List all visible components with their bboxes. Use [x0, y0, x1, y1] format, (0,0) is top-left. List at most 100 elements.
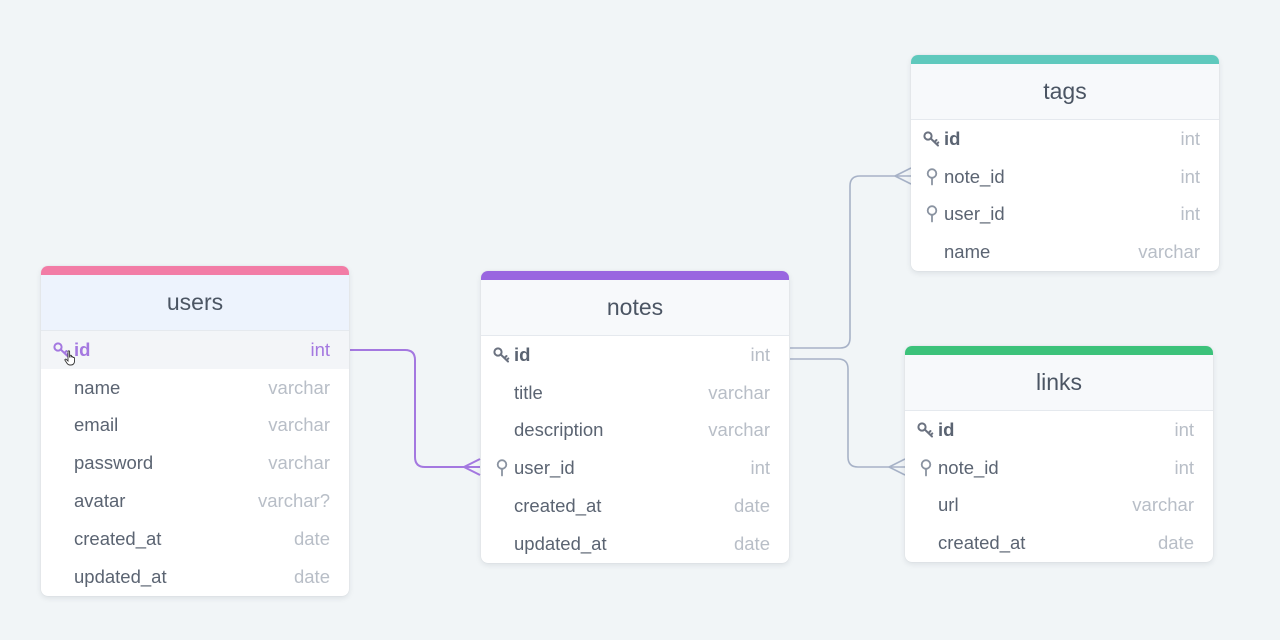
column-type: date — [293, 565, 330, 587]
column-row-name[interactable]: name varchar — [911, 233, 1219, 271]
column-row-user-id[interactable]: user_id int — [911, 196, 1219, 234]
table-title[interactable]: notes — [481, 280, 789, 336]
column-name: updated_at — [514, 532, 607, 554]
column-name: id — [938, 418, 955, 440]
column-icon-spacer — [50, 376, 74, 400]
column-type: int — [310, 338, 330, 360]
foreign-key-icon — [914, 456, 938, 480]
column-row-password[interactable]: password varchar — [41, 444, 349, 482]
column-name: avatar — [74, 490, 126, 512]
column-name: user_id — [514, 457, 575, 479]
column-name: url — [938, 494, 959, 516]
table-accent-bar — [911, 55, 1219, 64]
column-type: varchar — [708, 419, 770, 441]
column-type: varchar — [1138, 241, 1200, 263]
column-row-created-at[interactable]: created_at date — [905, 524, 1213, 562]
table-title[interactable]: users — [41, 275, 349, 331]
column-type: int — [750, 457, 770, 479]
column-name: created_at — [938, 532, 1026, 554]
column-row-created-at[interactable]: created_at date — [481, 487, 789, 525]
column-row-user-id[interactable]: user_id int — [481, 449, 789, 487]
column-row-created-at[interactable]: created_at date — [41, 520, 349, 558]
foreign-key-icon — [920, 165, 944, 189]
column-name: note_id — [938, 456, 999, 478]
column-type: date — [733, 495, 770, 517]
pointer-cursor-icon — [64, 349, 76, 371]
column-row-id[interactable]: id int — [41, 331, 349, 369]
column-type: varchar — [708, 381, 770, 403]
column-icon-spacer — [490, 532, 514, 556]
crowfoot-tags-note-id — [894, 167, 912, 185]
column-row-updated-at[interactable]: updated_at date — [481, 525, 789, 563]
column-type: int — [1180, 203, 1200, 225]
column-type: varchar? — [258, 490, 330, 512]
column-icon-spacer — [490, 381, 514, 405]
column-row-id[interactable]: id int — [905, 411, 1213, 449]
column-name: title — [514, 381, 543, 403]
column-name: id — [74, 338, 91, 360]
relation-notes-tags[interactable] — [790, 175, 911, 349]
table-users[interactable]: users id int name varchar email varchar … — [41, 266, 349, 596]
column-type: varchar — [268, 414, 330, 436]
column-type: date — [1157, 532, 1194, 554]
column-icon-spacer — [50, 489, 74, 513]
column-type: varchar — [1132, 494, 1194, 516]
column-type: date — [733, 532, 770, 554]
key-icon — [490, 343, 514, 367]
table-accent-bar — [41, 266, 349, 275]
column-name: updated_at — [74, 565, 167, 587]
column-row-note-id[interactable]: note_id int — [905, 449, 1213, 487]
column-icon-spacer — [920, 240, 944, 264]
table-tags[interactable]: tags id int note_id int user_id int name — [911, 55, 1219, 272]
column-icon-spacer — [490, 418, 514, 442]
crowfoot-links-note-id — [888, 458, 906, 476]
key-icon — [914, 418, 938, 442]
column-name: created_at — [74, 527, 162, 549]
column-type: int — [1180, 165, 1200, 187]
column-row-id[interactable]: id int — [481, 336, 789, 374]
column-name: name — [944, 241, 991, 263]
column-row-url[interactable]: url varchar — [905, 487, 1213, 525]
column-name: created_at — [514, 495, 602, 517]
column-row-updated-at[interactable]: updated_at date — [41, 558, 349, 596]
table-notes[interactable]: notes id int title varchar description v… — [481, 271, 789, 563]
foreign-key-icon — [920, 202, 944, 226]
column-row-title[interactable]: title varchar — [481, 374, 789, 412]
column-row-email[interactable]: email varchar — [41, 407, 349, 445]
column-row-id[interactable]: id int — [911, 120, 1219, 158]
column-type: date — [293, 527, 330, 549]
column-icon-spacer — [914, 493, 938, 517]
column-type: varchar — [268, 376, 330, 398]
column-icon-spacer — [914, 531, 938, 555]
column-name: email — [74, 414, 119, 436]
table-title[interactable]: tags — [911, 64, 1219, 120]
table-links[interactable]: links id int note_id int url varchar cre… — [905, 346, 1213, 563]
column-row-note-id[interactable]: note_id int — [911, 158, 1219, 196]
column-icon-spacer — [50, 565, 74, 589]
table-accent-bar — [481, 271, 789, 280]
column-icon-spacer — [50, 527, 74, 551]
key-icon — [920, 127, 944, 151]
column-type: int — [1180, 127, 1200, 149]
foreign-key-icon — [490, 456, 514, 480]
column-row-avatar[interactable]: avatar varchar? — [41, 482, 349, 520]
column-type: varchar — [268, 452, 330, 474]
table-accent-bar — [905, 346, 1213, 355]
column-row-description[interactable]: description varchar — [481, 412, 789, 450]
relation-notes-links[interactable] — [790, 358, 905, 468]
column-icon-spacer — [490, 494, 514, 518]
column-icon-spacer — [50, 451, 74, 475]
column-row-name[interactable]: name varchar — [41, 369, 349, 407]
column-type: int — [750, 343, 770, 365]
column-name: name — [74, 376, 121, 398]
column-icon-spacer — [50, 413, 74, 437]
column-name: id — [944, 127, 961, 149]
crowfoot-notes-user-id — [463, 458, 481, 476]
column-name: id — [514, 343, 531, 365]
column-name: description — [514, 419, 604, 441]
column-name: user_id — [944, 203, 1005, 225]
relation-users-notes[interactable] — [350, 349, 480, 468]
column-name: note_id — [944, 165, 1005, 187]
table-title[interactable]: links — [905, 355, 1213, 411]
